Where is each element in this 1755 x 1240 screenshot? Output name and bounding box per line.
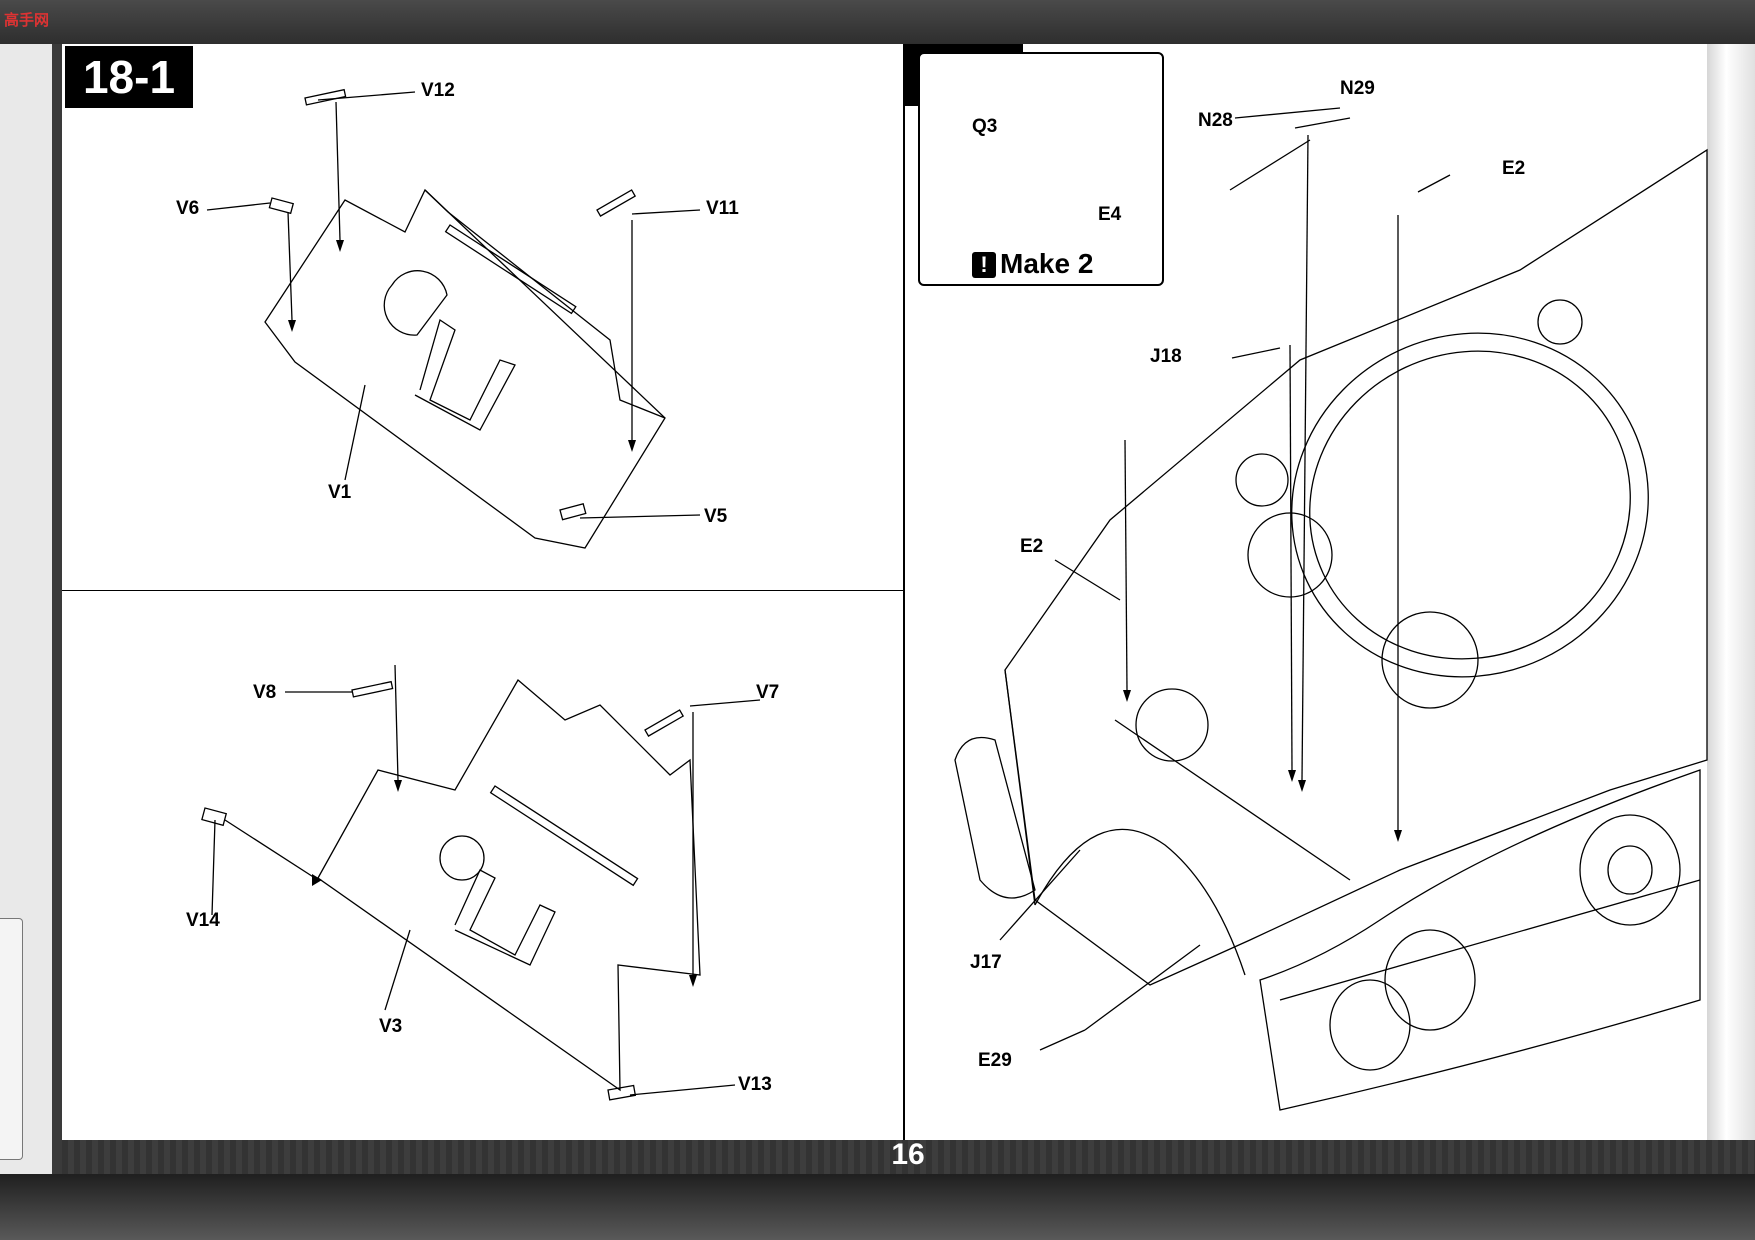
- part-v1-plate: [264, 88, 666, 549]
- label-v12: V12: [421, 80, 455, 101]
- label-v1: V1: [328, 482, 352, 503]
- part-v13: [607, 1084, 637, 1101]
- tank-hull-drawing: [954, 148, 1708, 1111]
- bottom-band: [62, 1140, 1755, 1174]
- part-v7: [644, 709, 685, 737]
- label-e2-lower: E2: [1020, 536, 1044, 557]
- label-n29: N29: [1340, 78, 1375, 99]
- label-v14: V14: [186, 910, 220, 931]
- make-two-inset: [918, 52, 1164, 286]
- left-page-tab: [0, 918, 23, 1160]
- part-v11: [596, 189, 637, 217]
- part-v6: [268, 197, 295, 215]
- label-v13: V13: [738, 1074, 772, 1095]
- page-number: 16: [891, 1138, 925, 1171]
- bottom-scan-edge: [0, 1174, 1755, 1240]
- right-scan-edge: [1707, 44, 1755, 1140]
- make-two-note: Make 2: [1000, 248, 1094, 279]
- left-scan-edge: [0, 44, 62, 1240]
- label-v5: V5: [704, 506, 728, 527]
- label-e2-upper: E2: [1502, 158, 1526, 179]
- label-n28: N28: [1198, 110, 1233, 131]
- label-v3: V3: [379, 1016, 403, 1037]
- top-band: [0, 0, 1755, 44]
- label-v11: V11: [706, 198, 739, 219]
- label-v7: V7: [756, 682, 780, 703]
- row-divider: [62, 590, 904, 591]
- label-j17: J17: [970, 952, 1002, 973]
- step-badge-18-1: 18-1: [65, 46, 193, 108]
- label-q3: Q3: [972, 116, 998, 137]
- part-v14: [201, 807, 228, 827]
- label-e29: E29: [978, 1050, 1012, 1071]
- watermark-logo: 高手网: [4, 12, 50, 29]
- label-e4: E4: [1098, 204, 1122, 225]
- column-divider: [903, 44, 905, 1140]
- part-v5: [559, 502, 587, 521]
- label-v8: V8: [253, 682, 277, 703]
- label-v6: V6: [176, 198, 200, 219]
- label-j18: J18: [1150, 346, 1182, 367]
- warning-icon: !: [972, 252, 996, 278]
- part-v8: [351, 680, 394, 698]
- part-v3-plate: [201, 678, 701, 1101]
- part-v12: [304, 88, 347, 106]
